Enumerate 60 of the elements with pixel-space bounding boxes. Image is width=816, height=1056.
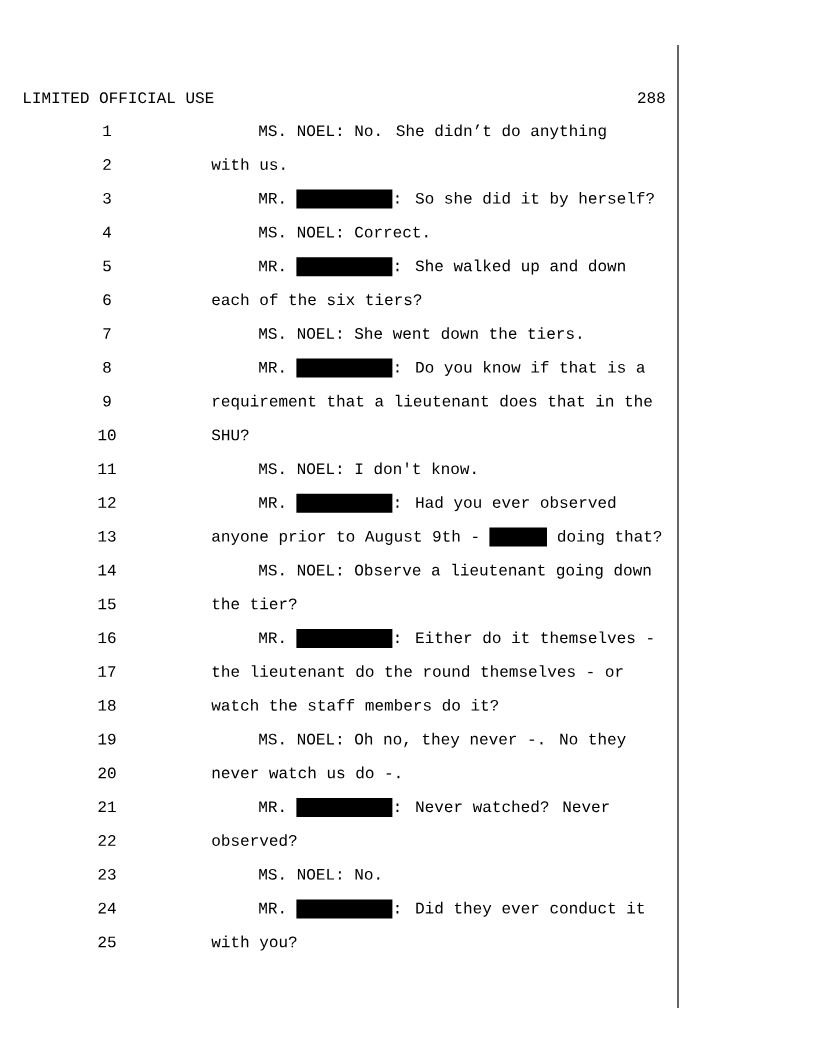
- transcript-text: SHU?: [211, 429, 249, 441]
- transcript-text: : Never watched? Never: [396, 800, 609, 813]
- line-number: 17: [98, 666, 116, 677]
- transcript-text: the tier?: [212, 597, 297, 610]
- transcript-text: : She walked up and down: [396, 259, 625, 275]
- line-number: 12: [98, 497, 116, 508]
- line-number: 22: [98, 835, 116, 846]
- transcript-text: : Had you ever observed: [396, 496, 616, 512]
- line-number: 19: [98, 733, 116, 745]
- line-number: 25: [98, 936, 116, 948]
- transcript-text: MS. NOEL: Observe a lieutenant going down: [259, 563, 651, 579]
- line-number: 16: [98, 632, 116, 644]
- line-number: 18: [98, 699, 116, 711]
- transcript-text: with you?: [211, 935, 297, 951]
- transcript-text: never watch us do -.: [212, 766, 400, 779]
- transcript-text: : So she did it by herself?: [396, 192, 654, 207]
- line-number: 13: [98, 530, 116, 542]
- transcript-text: requirement that a lieutenant does that in the: [213, 394, 652, 410]
- line-number: 15: [98, 598, 116, 610]
- transcript-text: MR.: [259, 801, 284, 812]
- line-number: 10: [98, 429, 116, 441]
- transcript-text: each of the six tiers?: [212, 293, 422, 306]
- transcript-text: : Either do it themselves -: [396, 631, 653, 644]
- transcript-text: MS. NOEL: No. She didn’t do anything: [259, 124, 606, 140]
- line-number: 23: [98, 868, 116, 880]
- line-number: 4: [103, 226, 111, 238]
- line-number: 5: [103, 260, 111, 272]
- transcript-text: MS. NOEL: I don't know.: [259, 462, 476, 475]
- transcript-text: : Did they ever conduct it: [396, 901, 644, 917]
- transcript-text: the lieutenant do the round themselves - or: [212, 665, 623, 677]
- line-number: 6: [103, 294, 111, 306]
- transcript-text: MR.: [259, 362, 284, 373]
- transcript-text: : Do you know if that is a: [396, 361, 645, 376]
- transcript-text: MR.: [259, 497, 284, 508]
- transcript-text: observed?: [212, 834, 297, 846]
- transcript-text: with us.: [211, 158, 285, 170]
- line-number: 8: [103, 361, 111, 373]
- transcript-text: MS. NOEL: No.: [259, 868, 380, 880]
- line-number: 21: [98, 801, 116, 812]
- transcript-text: MS. NOEL: Oh no, they never -. No they: [259, 732, 626, 748]
- transcript-text: MR.: [259, 632, 284, 643]
- line-number: 3: [103, 192, 111, 204]
- transcript-text: watch the staff members do it?: [211, 699, 499, 711]
- page-number: 288: [638, 92, 665, 104]
- line-number: 9: [103, 395, 111, 407]
- line-number: 24: [98, 902, 116, 914]
- running-header: LIMITED OFFICIAL USE: [24, 92, 214, 104]
- transcript-text: anyone prior to August 9th -: [212, 530, 478, 545]
- transcript-text: MR.: [259, 193, 284, 204]
- transcript-text: MS. NOEL: Correct.: [259, 226, 428, 238]
- transcript-text: doing that?: [557, 530, 662, 545]
- line-number: 11: [98, 463, 116, 474]
- line-number: 2: [103, 159, 111, 170]
- line-number: 7: [103, 328, 111, 339]
- line-number: 20: [98, 767, 116, 779]
- line-number: 14: [98, 564, 116, 576]
- transcript-text: MR.: [259, 902, 284, 914]
- line-number: 1: [103, 125, 111, 136]
- transcript-text: MR.: [259, 260, 284, 272]
- transcript-text: MS. NOEL: She went down the tiers.: [259, 327, 581, 339]
